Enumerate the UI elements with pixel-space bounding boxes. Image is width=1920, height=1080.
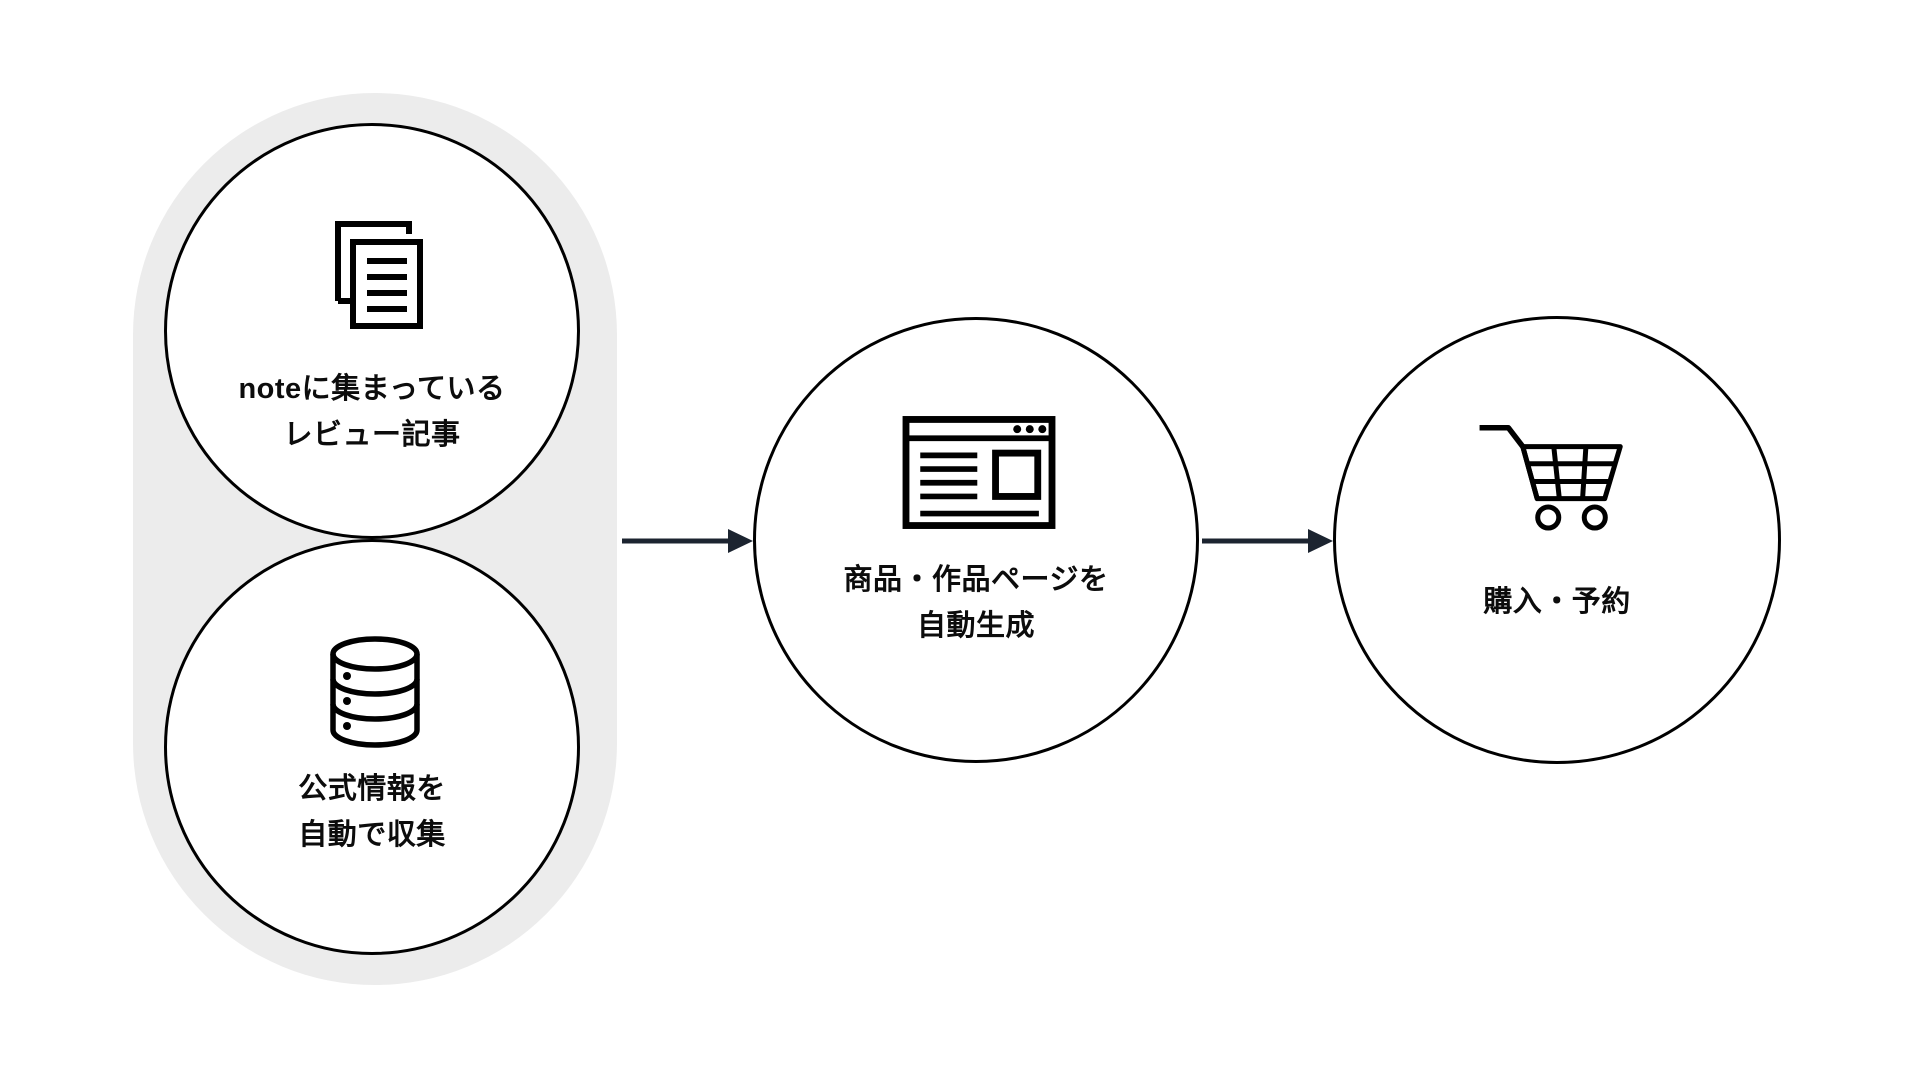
node-auto-generate-label: 商品・作品ページを 自動生成 [756,557,1196,649]
label-line: レビュー記事 [283,419,461,451]
label-line: 公式情報を [298,773,446,805]
database-icon [326,635,424,751]
node-purchase: 購入・予約 [1333,316,1781,764]
documents-icon [324,216,426,332]
label-line: noteに集まっている [238,373,506,405]
node-note-reviews: noteに集まっている レビュー記事 [164,123,580,539]
node-note-reviews-label: noteに集まっている レビュー記事 [167,366,577,458]
node-official-info: 公式情報を 自動で収集 [164,539,580,955]
flow-arrow-2 [1202,527,1333,555]
label-line: 商品・作品ページを [843,564,1109,596]
node-official-info-label: 公式情報を 自動で収集 [167,766,577,858]
label-line: 自動で収集 [298,819,446,851]
browser-window-icon [902,415,1056,530]
label-line: 購入・予約 [1483,586,1631,618]
node-purchase-label: 購入・予約 [1336,579,1778,625]
flow-arrow-1 [622,527,753,555]
label-line: 自動生成 [916,610,1035,642]
shopping-cart-icon [1477,420,1635,533]
node-auto-generate: 商品・作品ページを 自動生成 [753,317,1199,763]
